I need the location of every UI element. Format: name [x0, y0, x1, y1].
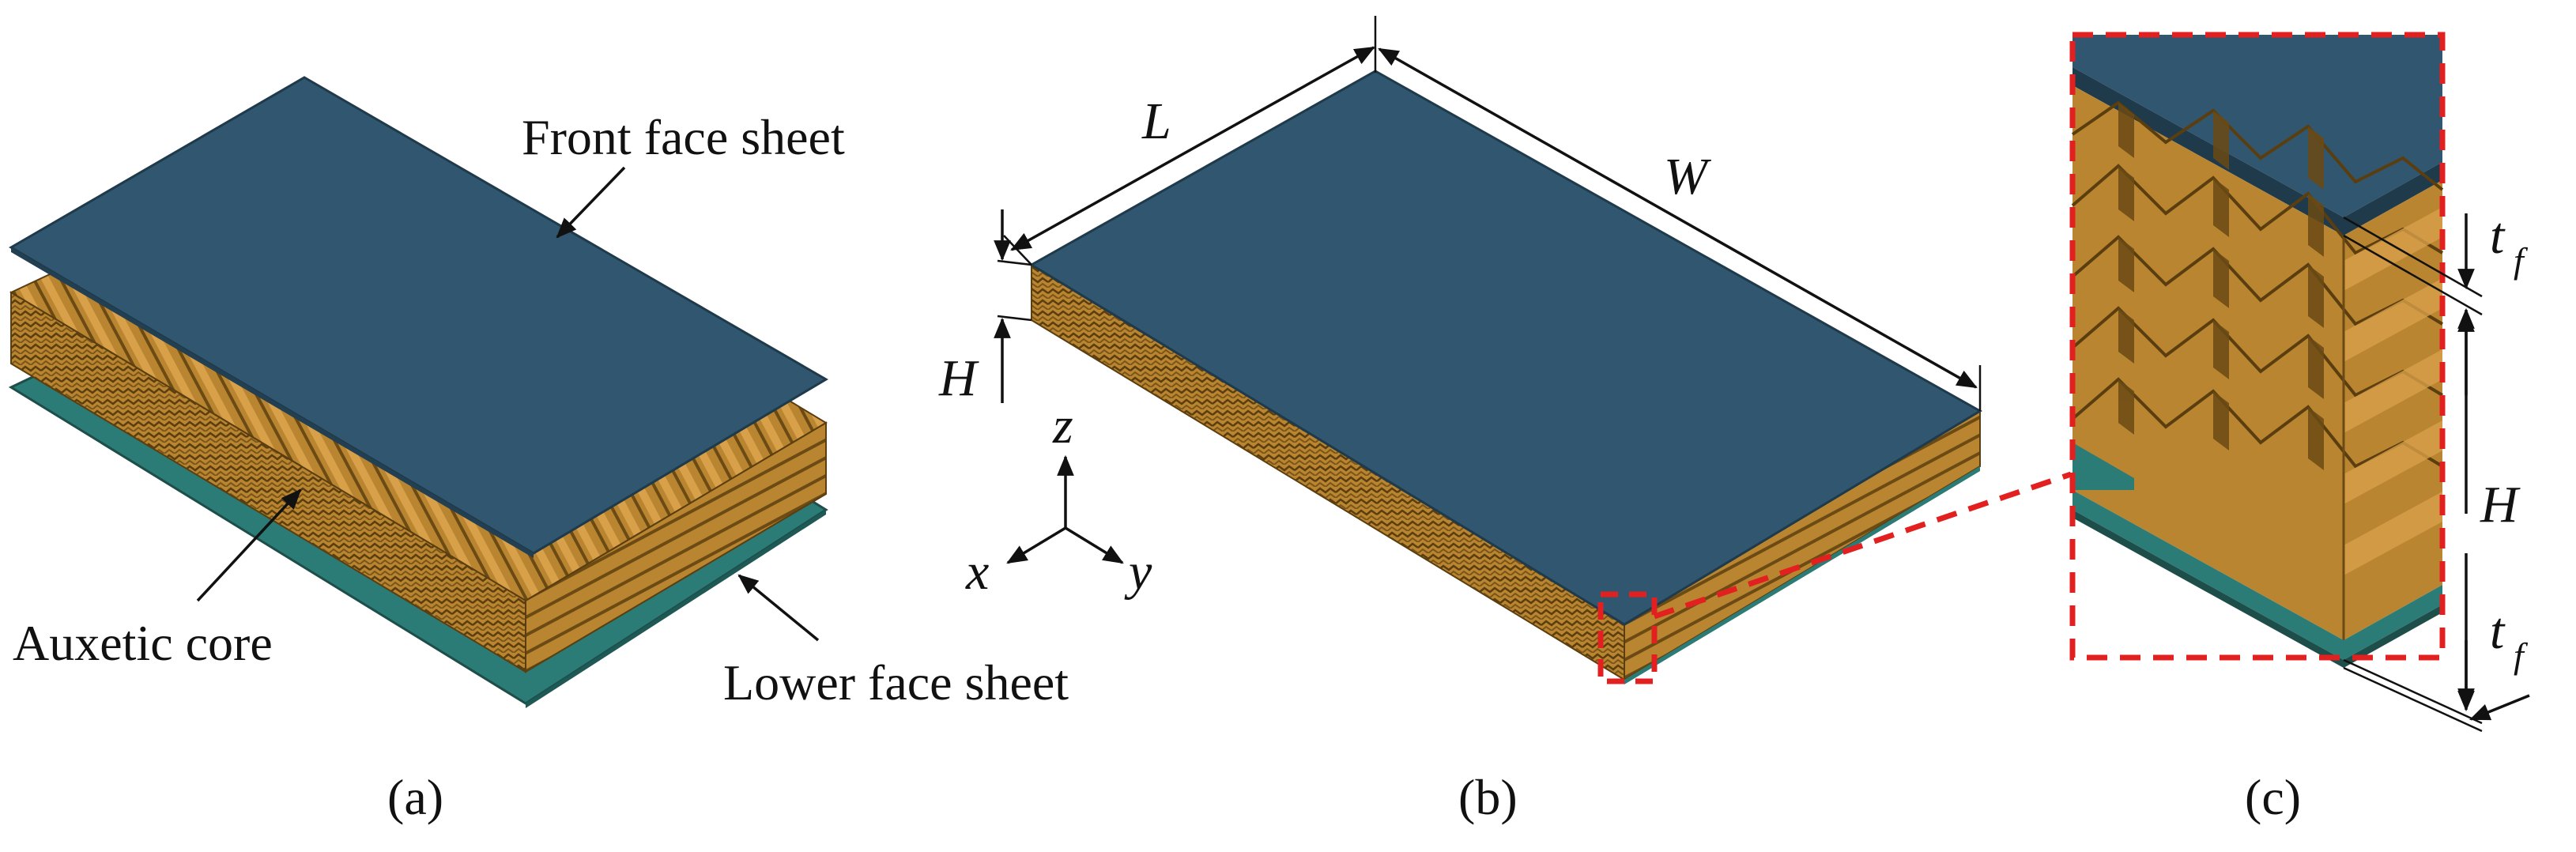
- dim-L-label: L: [1141, 92, 1171, 150]
- panel-c: t f H t f (c): [2069, 32, 2530, 825]
- zoom-auxetic-core: [2071, 85, 2444, 640]
- auxetic-core-label: Auxetic core: [13, 615, 273, 671]
- panel-a: Front face sheet Auxetic core Lower face…: [8, 76, 1069, 825]
- dim-tf-bottom-subscript: f: [2514, 635, 2529, 676]
- auxetic-core-leader: [196, 488, 302, 602]
- dim-tf-bottom-line: [2469, 694, 2530, 721]
- dim-L-line: [1010, 46, 1375, 251]
- dim-tf-top-subscript: f: [2514, 240, 2529, 281]
- dim-H-zoom-label: H: [2480, 476, 2521, 533]
- dim-W-line: [1378, 47, 1978, 389]
- y-axis-label: y: [1124, 543, 1152, 601]
- panel-b: L W H z x y (b): [938, 16, 2072, 825]
- zoom-top-face-sheet: [2072, 35, 2442, 217]
- x-axis: [1006, 526, 1066, 564]
- y-axis: [1065, 526, 1124, 564]
- dim-tf-bottom-label: t: [2490, 602, 2506, 660]
- zoom-frame: [2069, 32, 2446, 661]
- front-face-sheet-leader: [556, 166, 626, 239]
- caption-b: (b): [1458, 769, 1518, 825]
- z-axis-label: z: [1052, 397, 1073, 454]
- dim-H-label: H: [938, 349, 979, 407]
- caption-a: (a): [387, 769, 443, 825]
- zoom-lower-face-sheet: [2072, 443, 2134, 490]
- dim-tf-top-label: t: [2490, 207, 2506, 265]
- lower-face-sheet-label: Lower face sheet: [723, 654, 1069, 711]
- caption-c: (c): [2245, 769, 2301, 825]
- zoom-connector: [1653, 471, 2072, 620]
- coordinate-axes: z x y: [965, 397, 1152, 601]
- lower-face-sheet-leader: [737, 574, 820, 642]
- zoom-highlight-box: [1597, 591, 1658, 684]
- dim-W-label: W: [1664, 148, 1711, 205]
- front-face-sheet-label: Front face sheet: [522, 109, 845, 165]
- x-axis-label: x: [965, 543, 989, 601]
